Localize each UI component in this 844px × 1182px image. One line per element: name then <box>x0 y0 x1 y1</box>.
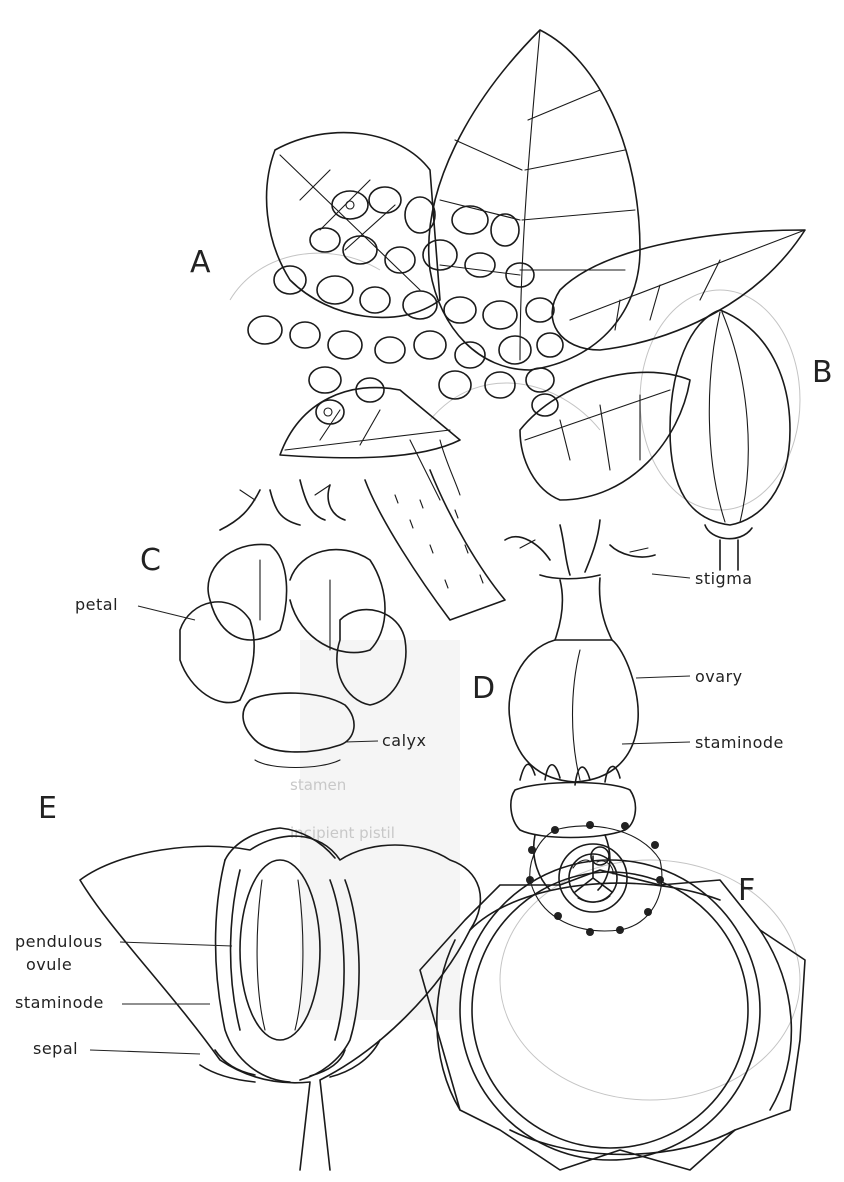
panel-letter-e: E <box>38 791 57 826</box>
leaf-upper <box>429 30 640 370</box>
bleed-text-stamen: stamen <box>290 776 346 794</box>
label-sepal: sepal <box>33 1039 78 1058</box>
panel-letter-f: F <box>738 873 755 908</box>
label-pendulous: pendulous <box>15 932 103 951</box>
panel-f-floral-diagram: F <box>420 821 805 1170</box>
label-ovary: ovary <box>695 667 743 686</box>
stem <box>365 470 505 620</box>
label-petal: petal <box>75 595 118 614</box>
panel-letter-d: D <box>472 671 495 706</box>
label-staminode-d: staminode <box>695 733 784 752</box>
label-staminode-e: staminode <box>15 993 104 1012</box>
panel-a-flowering-shoot: A <box>190 30 805 620</box>
label-calyx: calyx <box>382 731 426 750</box>
label-stigma: stigma <box>695 569 753 588</box>
panel-letter-c: C <box>140 543 161 578</box>
panel-letter-a: A <box>190 245 211 280</box>
leaf-right <box>552 230 805 350</box>
label-ovule: ovule <box>26 955 72 974</box>
panel-b-flower-bud: B <box>670 310 833 570</box>
inflorescence <box>248 187 563 424</box>
bleed-text-incipient-pistil: incipient pistil <box>290 824 395 842</box>
panel-letter-b: B <box>812 355 833 390</box>
